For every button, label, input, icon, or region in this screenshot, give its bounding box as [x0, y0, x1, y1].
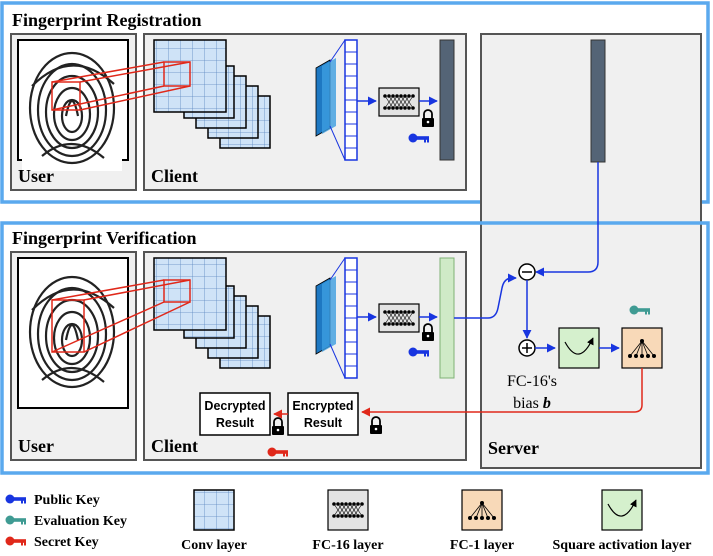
legend: Public Key Evaluation Key Secret Key Con… — [5, 489, 692, 553]
legend-fc1-layer: FC-1 layer — [450, 538, 514, 553]
fc16-block-top — [378, 87, 420, 117]
client-label-top: Client — [151, 166, 198, 186]
verification-section: Fingerprint Verification — [0, 221, 710, 475]
server-stored-vector — [590, 39, 606, 163]
secret-key-icon — [5, 536, 26, 546]
registration-title: Fingerprint Registration — [12, 10, 201, 30]
registration-section: Fingerprint Registration — [0, 1, 710, 204]
fc16-block-bottom — [378, 303, 420, 333]
user-label-top: User — [18, 166, 54, 186]
legend-secret-key: Secret Key — [34, 535, 99, 550]
square-activation-block — [558, 327, 600, 369]
fc1-block — [621, 327, 663, 369]
bias-label-line2: bias b — [513, 395, 551, 412]
svg-text:Result: Result — [304, 416, 343, 430]
user-panel-top: User — [10, 33, 137, 191]
legend-fc16-layer: FC-16 layer — [312, 538, 383, 553]
subtract-operator — [518, 263, 536, 281]
flatten-block-top — [315, 39, 358, 161]
user-panel-bottom: User — [10, 251, 137, 461]
svg-text:Encrypted: Encrypted — [292, 399, 353, 413]
legend-square-swatch — [601, 489, 643, 531]
svg-text:Decrypted: Decrypted — [204, 399, 265, 413]
bias-label-line1: FC-16's — [507, 373, 557, 390]
decrypted-result-box: Decrypted Result — [199, 392, 271, 436]
legend-fc1-swatch — [461, 489, 503, 531]
legend-square-activation-layer: Square activation layer — [553, 538, 692, 553]
encrypted-vector-bottom — [439, 257, 455, 379]
verification-title: Fingerprint Verification — [12, 228, 196, 248]
client-label-bottom: Client — [151, 436, 198, 456]
public-key-icon — [5, 494, 26, 504]
legend-conv-swatch — [193, 489, 235, 531]
bias-variable: b — [543, 395, 551, 412]
receptive-field-lines-top — [51, 61, 191, 111]
server-label: Server — [488, 438, 539, 458]
legend-public-key: Public Key — [34, 493, 100, 508]
flatten-block-bottom — [315, 257, 358, 379]
legend-conv-layer: Conv layer — [181, 538, 247, 553]
svg-text:Result: Result — [216, 416, 255, 430]
legend-fc16-swatch — [327, 489, 369, 531]
evaluation-key-icon — [5, 515, 26, 525]
legend-evaluation-key: Evaluation Key — [34, 514, 127, 529]
encrypted-vector-top — [439, 39, 455, 161]
user-label-bottom: User — [18, 436, 54, 456]
encrypted-result-box: Encrypted Result — [287, 392, 359, 436]
receptive-field-lines-bottom — [51, 279, 191, 353]
add-operator — [518, 339, 536, 357]
